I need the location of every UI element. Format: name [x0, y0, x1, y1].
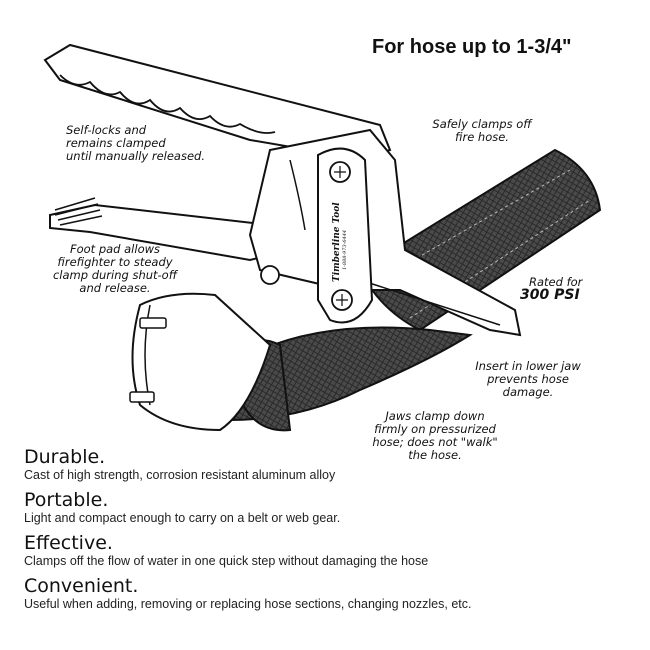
feature-item: Effective. Clamps off the flow of water …	[24, 532, 634, 569]
callout-jaws: Jaws clamp down firmly on pressurized ho…	[360, 410, 510, 462]
hose-clamp-illustration	[43, 43, 602, 432]
callout-self-locks: Self-locks and remains clamped until man…	[66, 124, 236, 163]
feature-heading: Portable.	[24, 489, 109, 511]
feature-heading: Convenient.	[24, 575, 139, 597]
pressure-rating: 300 PSI	[520, 287, 580, 303]
callout-line: fire hose.	[455, 130, 509, 144]
callout-line: clamp during shut-off	[52, 268, 178, 282]
callout-line: firefighter to steady	[57, 255, 173, 269]
callout-rated-for: Rated for	[529, 275, 583, 289]
brand-logo-text: Timberline Tool	[332, 202, 342, 282]
callout-foot-pad: Foot pad allows firefighter to steady cl…	[40, 243, 190, 295]
feature-description: Useful when adding, removing or replacin…	[24, 597, 472, 611]
callout-line: Jaws clamp down	[385, 409, 485, 423]
callout-line: remains clamped	[66, 136, 166, 150]
feature-heading: Durable.	[24, 446, 106, 468]
callout-safely-clamps: Safely clamps off fire hose.	[422, 118, 542, 144]
callout-line: the hose.	[408, 448, 462, 462]
callout-line: firmly on pressurized	[374, 422, 496, 436]
side-plate	[260, 147, 374, 324]
feature-item: Convenient. Useful when adding, removing…	[24, 575, 634, 612]
feature-item: Portable. Light and compact enough to ca…	[24, 489, 634, 526]
feature-item: Durable. Cast of high strength, corrosio…	[24, 446, 634, 483]
callout-line: prevents hose	[487, 372, 569, 386]
callout-line: damage.	[502, 385, 554, 399]
feature-description: Cast of high strength, corrosion resista…	[24, 468, 336, 482]
callout-insert: Insert in lower jaw prevents hose damage…	[468, 360, 588, 399]
feature-list: Durable. Cast of high strength, corrosio…	[24, 446, 634, 618]
feature-heading: Effective.	[24, 532, 113, 554]
callout-line: Safely clamps off	[432, 117, 532, 131]
callout-line: Foot pad allows	[69, 242, 161, 256]
feature-description: Clamps off the flow of water in one quic…	[24, 554, 429, 568]
callout-line: hose; does not "walk"	[372, 435, 498, 449]
hose-coupling	[129, 292, 272, 432]
callout-line: Insert in lower jaw	[475, 359, 581, 373]
brand-logo-sub: 1-888-973-6444	[342, 229, 348, 270]
feature-description: Light and compact enough to carry on a b…	[24, 511, 341, 525]
callout-line: Self-locks and	[66, 123, 147, 137]
callout-line: until manually released.	[66, 149, 205, 163]
callout-line: and release.	[79, 281, 151, 295]
page-title: For hose up to 1-3/4"	[372, 36, 572, 58]
